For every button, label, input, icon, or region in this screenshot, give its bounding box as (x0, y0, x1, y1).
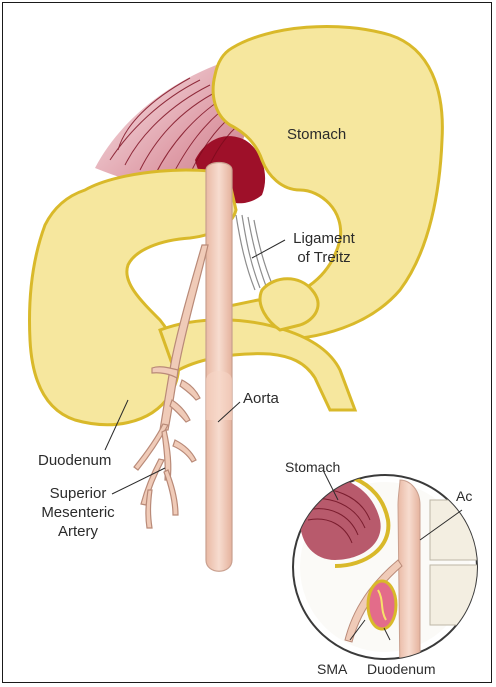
inset-label-stomach: Stomach (285, 458, 340, 476)
label-aorta: Aorta (243, 390, 279, 408)
inset-label-sma: SMA (317, 660, 347, 678)
inset-cross-section (293, 470, 480, 680)
inset-label-aorta: Ac (456, 487, 472, 505)
label-duodenum: Duodenum (38, 452, 111, 470)
label-sma-line3: Artery (37, 523, 119, 541)
label-sma-line2: Mesenteric (37, 504, 119, 522)
label-ligament-line1: Ligament (288, 230, 360, 248)
duodenum-shape (30, 170, 236, 425)
aorta-shape (206, 163, 232, 572)
label-sma-line1: Superior (37, 485, 119, 503)
ligament-of-treitz (236, 215, 272, 290)
label-stomach: Stomach (287, 126, 346, 144)
label-ligament-line2: of Treitz (288, 249, 360, 267)
inset-label-duodenum: Duodenum (367, 660, 436, 678)
